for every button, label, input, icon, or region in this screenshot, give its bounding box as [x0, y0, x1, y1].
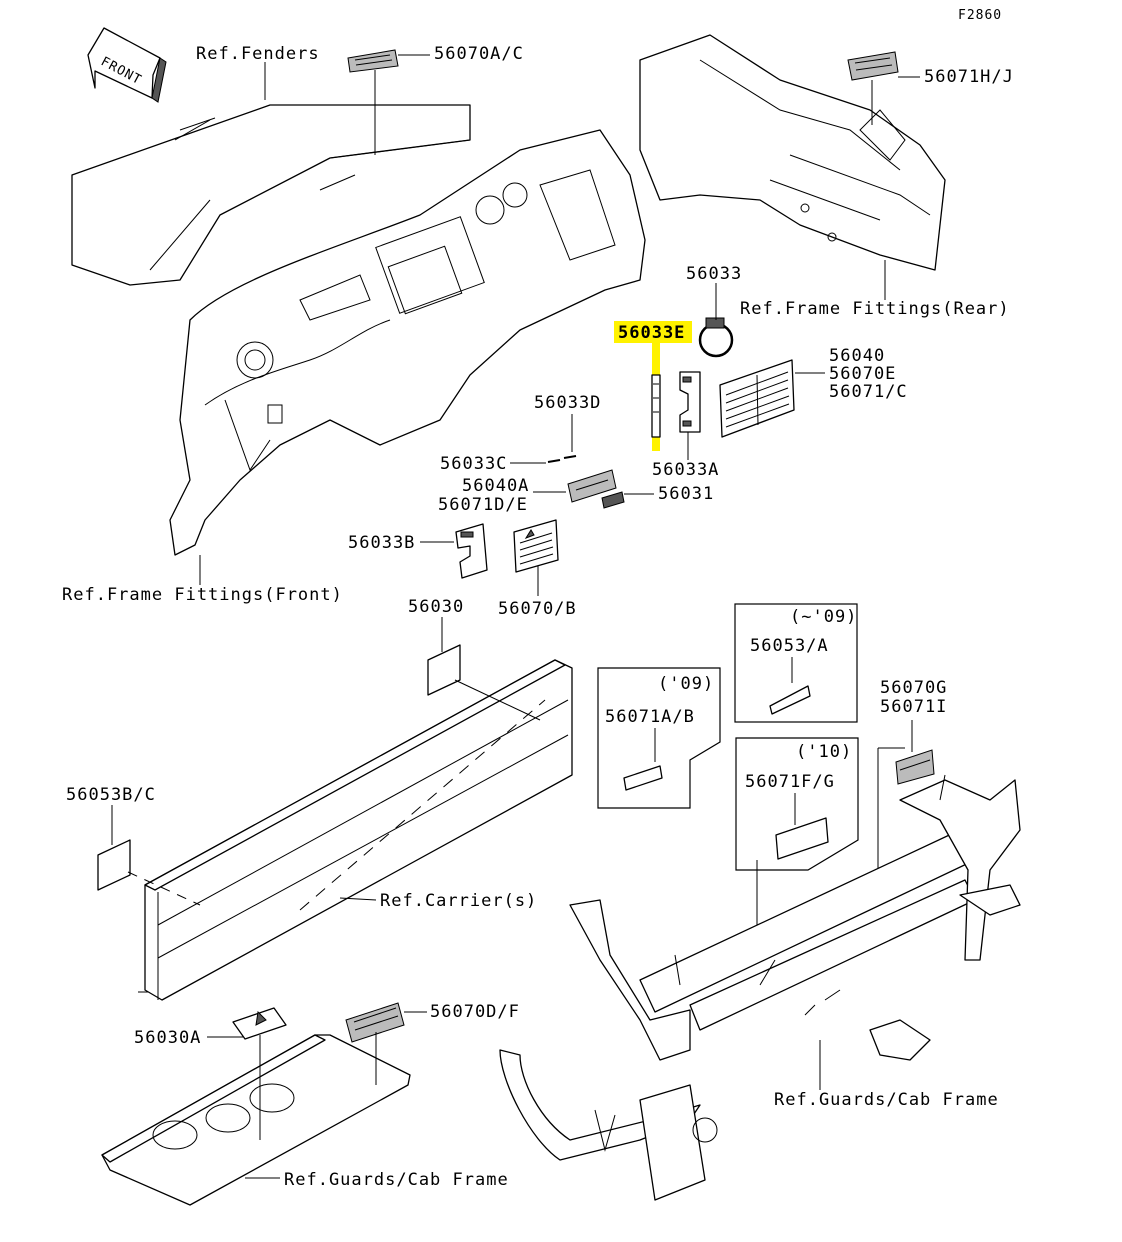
decal-56053a: [769, 685, 811, 715]
decal-56070ac: [347, 49, 399, 73]
label-56030: 56030: [408, 597, 464, 617]
decal-56033a: [679, 371, 701, 433]
dashboard-part: [169, 129, 646, 556]
label-ref-fenders: Ref.Fenders: [196, 44, 320, 64]
decal-56071ab: [623, 765, 663, 791]
label-56033a: 56033A: [652, 460, 719, 480]
decal-56053bc: [97, 839, 131, 891]
decal-56040-warning: [719, 359, 795, 438]
decal-56033-ring: [698, 317, 734, 358]
decal-56070df: [345, 1002, 405, 1043]
label-year-09: ('09): [658, 674, 714, 694]
decal-56040a: [567, 469, 617, 503]
label-56071ab: 56071A/B: [605, 707, 695, 727]
label-56033b: 56033B: [348, 533, 415, 553]
label-56070b: 56070/B: [498, 599, 577, 619]
label-56040a: 56040A: [462, 476, 529, 496]
decal-56071fg: [775, 817, 829, 860]
label-ref-guards-2: Ref.Guards/Cab Frame: [284, 1170, 509, 1190]
rear-panel-part: [639, 34, 946, 271]
fender-part: [71, 104, 471, 286]
label-56053a: 56053/A: [750, 636, 829, 656]
frame-part: [499, 774, 1021, 1201]
label-ref-guards-1: Ref.Guards/Cab Frame: [774, 1090, 999, 1110]
box-to09: [734, 603, 858, 723]
label-year-10: ('10): [796, 742, 852, 762]
decal-56030: [427, 644, 461, 696]
label-56070e: 56070E: [829, 364, 896, 384]
figure-code: F2860: [958, 8, 1002, 23]
label-56033: 56033: [686, 264, 742, 284]
label-56071de: 56071D/E: [438, 495, 528, 515]
label-56033e[interactable]: 56033E: [618, 323, 685, 343]
highlight-56033e: [614, 321, 692, 343]
label-ref-frame-front: Ref.Frame Fittings(Front): [62, 585, 343, 605]
label-56070ac: 56070A/C: [434, 44, 524, 64]
label-56070df: 56070D/F: [430, 1002, 520, 1022]
decal-56033e-strip: [651, 374, 661, 438]
label-56053bc: 56053B/C: [66, 785, 156, 805]
label-56040: 56040: [829, 346, 885, 366]
label-56031: 56031: [658, 484, 714, 504]
label-56033c: 56033C: [440, 454, 507, 474]
label-56071hj: 56071H/J: [924, 67, 1014, 87]
label-56071c: 56071/C: [829, 382, 908, 402]
decal-56031: [601, 491, 625, 509]
skid-plate-part: [101, 1034, 411, 1206]
front-arrow-icon: FRONT: [87, 27, 167, 103]
label-ref-carrier: Ref.Carrier(s): [380, 891, 537, 911]
decal-56070b: [513, 519, 559, 573]
box-10: [735, 737, 859, 871]
decal-56030a: [232, 1007, 287, 1040]
box-09: [597, 667, 721, 809]
label-year-to09: (~'09): [790, 607, 857, 627]
decal-56033c-strips: [547, 455, 577, 463]
label-56071fg: 56071F/G: [745, 772, 835, 792]
decal-56033b: [455, 523, 488, 579]
decal-56071hj: [847, 51, 899, 81]
label-56033d: 56033D: [534, 393, 601, 413]
label-ref-frame-rear: Ref.Frame Fittings(Rear): [740, 299, 1010, 319]
label-56071i: 56071I: [880, 697, 947, 717]
label-56030a: 56030A: [134, 1028, 201, 1048]
label-56070g: 56070G: [880, 678, 947, 698]
carrier-panel-part: [138, 659, 573, 1001]
decal-56070g: [895, 749, 935, 785]
